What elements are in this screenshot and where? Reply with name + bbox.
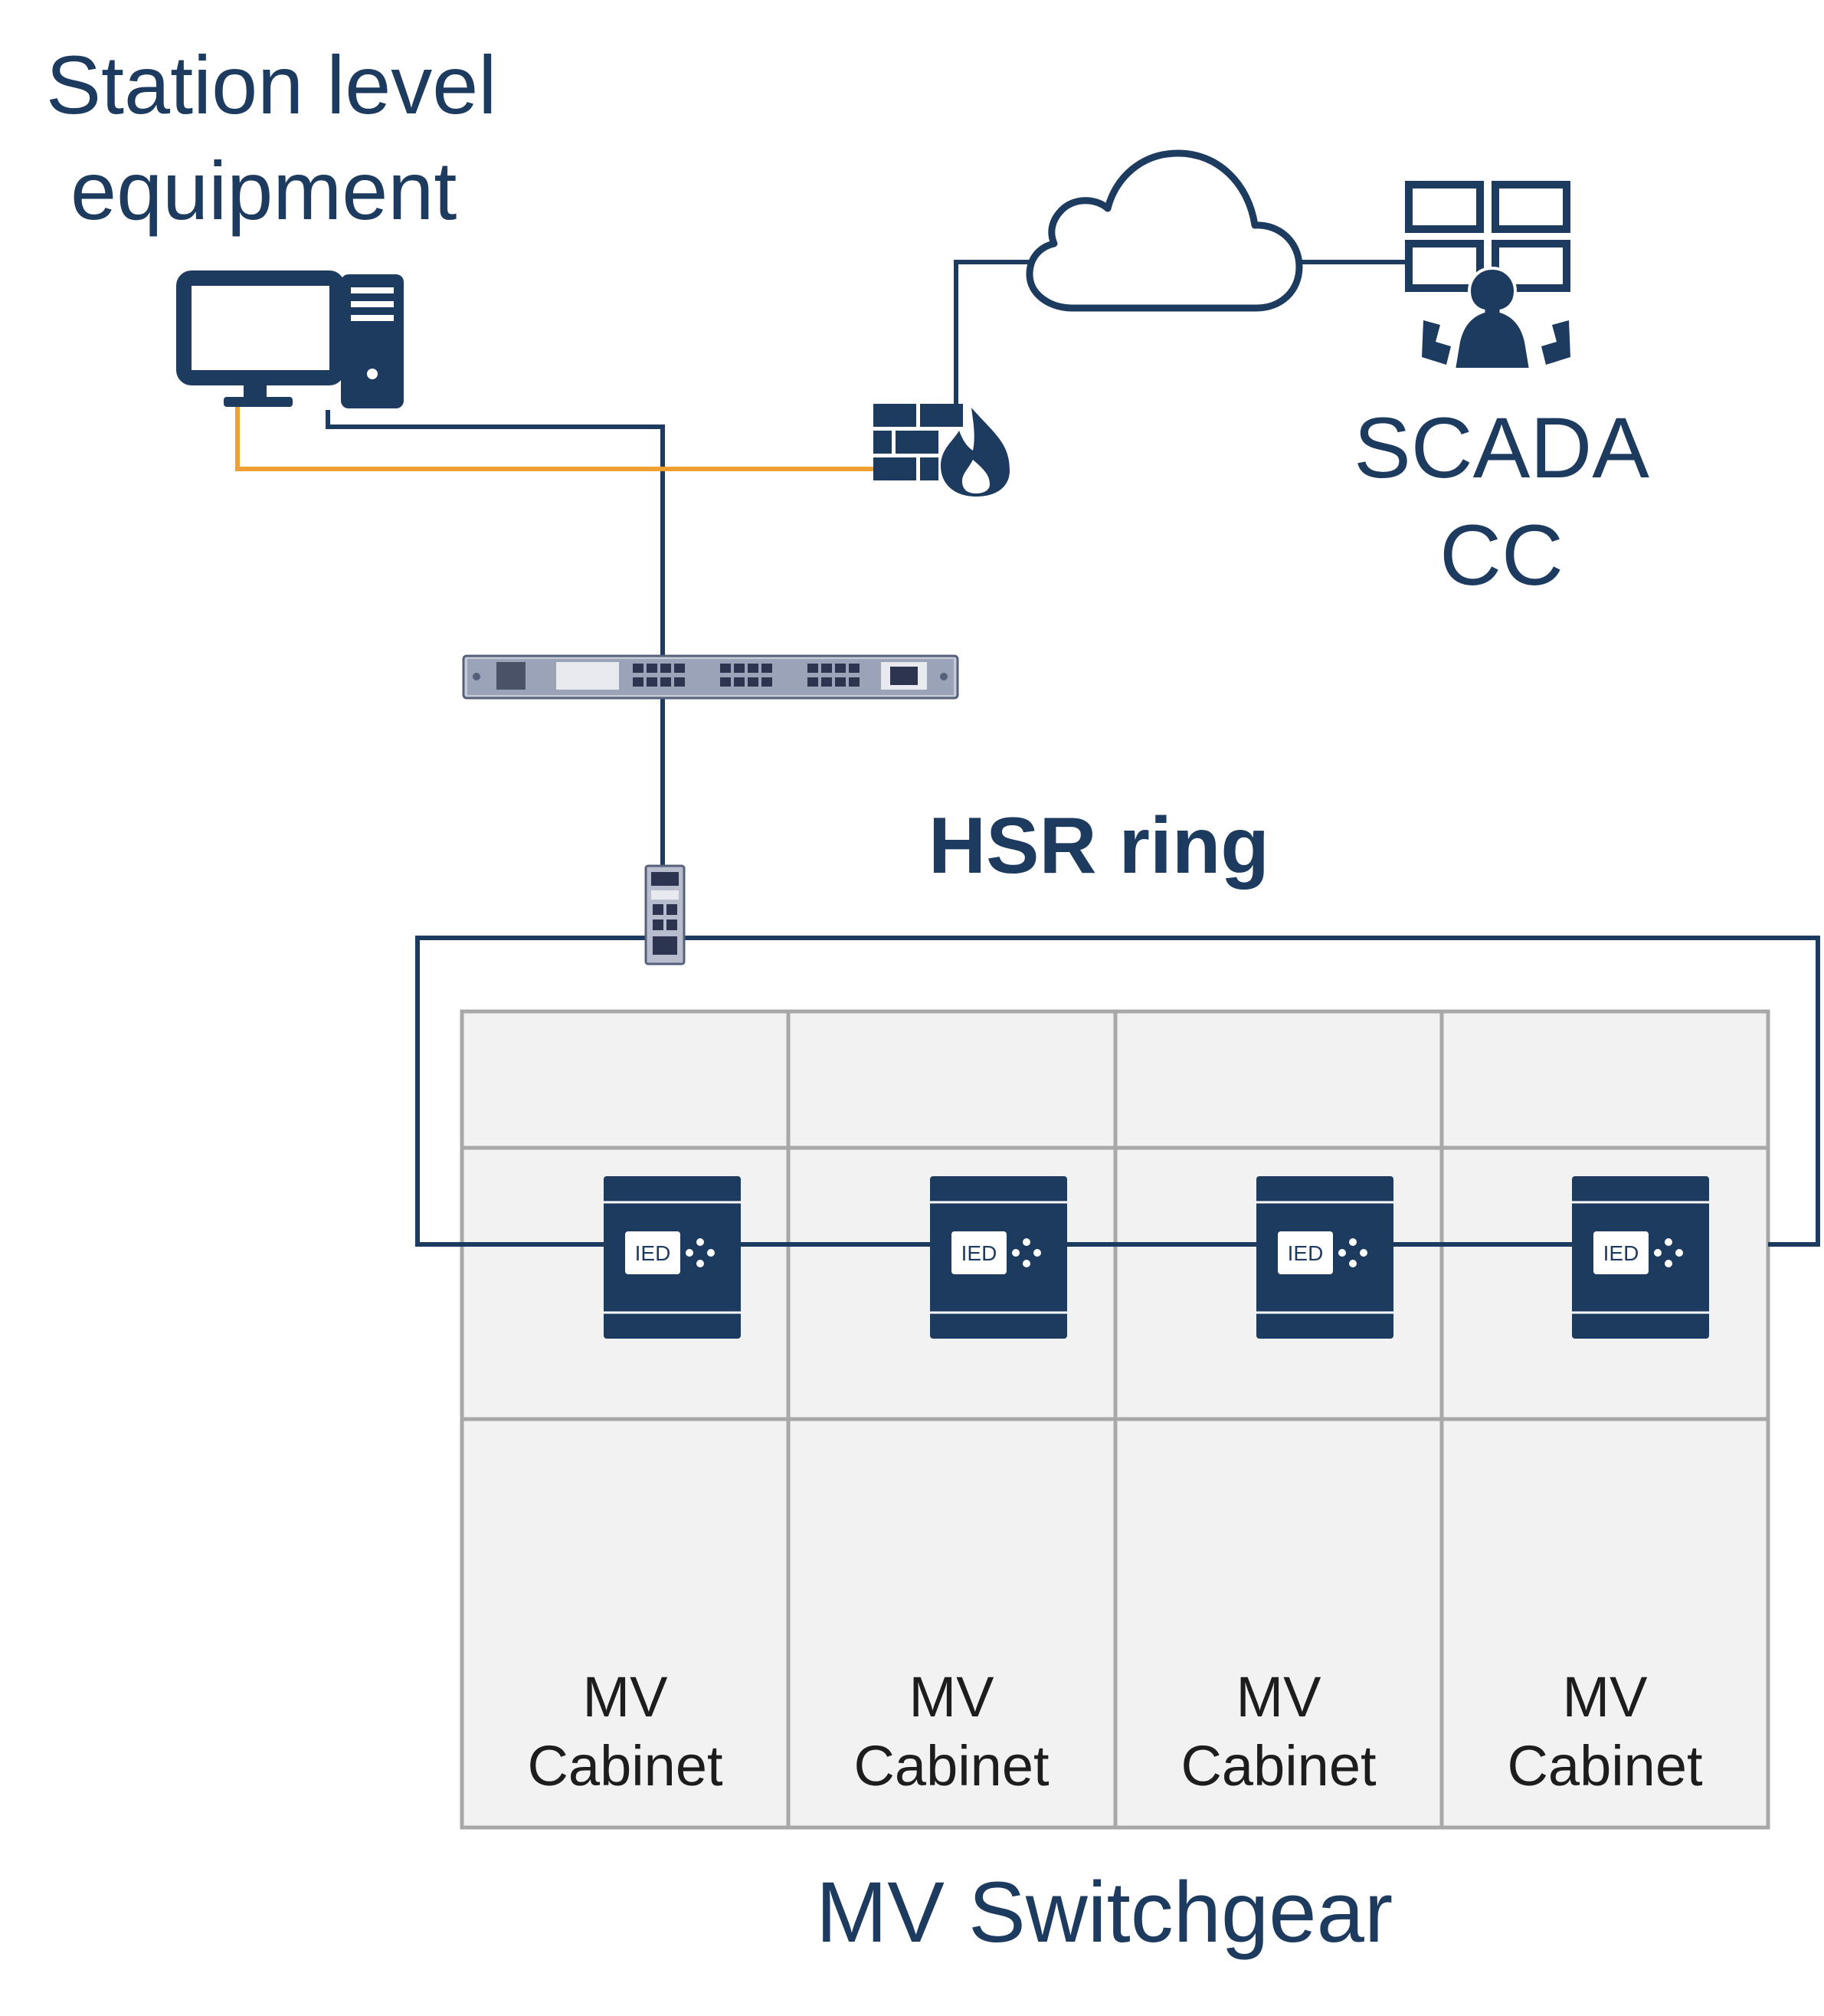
- cabinet-label-line2: Cabinet: [1181, 1734, 1377, 1798]
- mv-cabinet-label: MV Cabinet: [462, 1663, 788, 1801]
- mv-cabinet-label: MV Cabinet: [1115, 1663, 1442, 1801]
- scada-title: SCADA CC: [1302, 395, 1701, 609]
- ied-label: IED: [1603, 1241, 1639, 1265]
- hsr-ring-title: HSR ring: [928, 801, 1269, 890]
- cloud-icon: [1026, 149, 1303, 312]
- hsr-ring-lines: [415, 936, 1820, 1247]
- ied-device: IED: [1572, 1176, 1709, 1339]
- mv-switchgear-title: MV Switchgear: [816, 1864, 1393, 1960]
- ied-device: IED: [604, 1176, 741, 1339]
- desktop-computer-icon: [176, 270, 404, 408]
- cabinet-label-line1: MV: [1236, 1665, 1321, 1729]
- ied-label: IED: [635, 1241, 671, 1265]
- cabinet-label-line1: MV: [1562, 1665, 1648, 1729]
- scada-title-line2: CC: [1439, 507, 1564, 603]
- cabinet-label-line1: MV: [909, 1665, 994, 1729]
- mv-cabinet-label: MV Cabinet: [788, 1663, 1115, 1801]
- cabinet-label-line2: Cabinet: [527, 1734, 723, 1798]
- station-title-line2: equipment: [70, 144, 457, 237]
- station-level-title: Station level equipment: [46, 32, 496, 244]
- ied-device: IED: [930, 1176, 1067, 1339]
- station-title-line1: Station level: [46, 38, 497, 131]
- mv-switchgear-grid: [460, 1009, 1770, 1830]
- scada-title-line1: SCADA: [1354, 400, 1649, 496]
- ied-label: IED: [961, 1241, 997, 1265]
- ied-label: IED: [1288, 1241, 1324, 1265]
- cabinet-label-line2: Cabinet: [1507, 1734, 1703, 1798]
- cabinet-label-line2: Cabinet: [853, 1734, 1050, 1798]
- uplink-lines: [235, 260, 1406, 866]
- cabinet-label-line1: MV: [582, 1665, 668, 1729]
- firewall-icon: [873, 404, 1010, 497]
- mv-cabinet-label: MV Cabinet: [1442, 1663, 1768, 1801]
- rack-switch-icon: [462, 654, 959, 700]
- control-room-operator-icon: [1405, 181, 1570, 371]
- ied-device: IED: [1256, 1176, 1393, 1339]
- din-rail-switch-icon: [644, 864, 686, 965]
